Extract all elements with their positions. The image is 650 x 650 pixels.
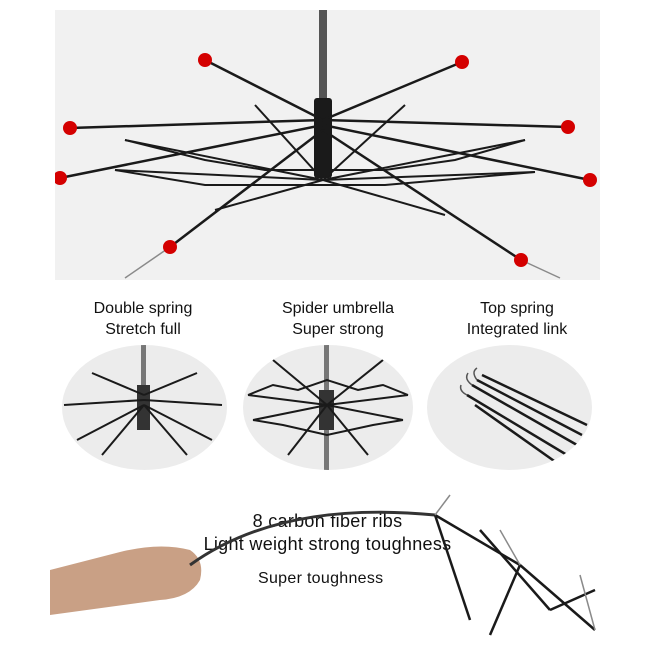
- rib-frame: [433, 513, 596, 636]
- hero-caption-line1: 8 carbon fiber ribs: [252, 511, 403, 531]
- hero-umbrella-frame-photo: 8 carbon fiber ribs Light weight strong …: [55, 10, 600, 554]
- umbrella-ribs: [59, 58, 591, 262]
- hero-caption-line2: Light weight strong toughness: [203, 534, 452, 554]
- flex-test-photo: [50, 490, 605, 640]
- rib-tips: [434, 494, 596, 631]
- flex-test-illustration: [50, 494, 596, 636]
- hand: [50, 546, 202, 615]
- bottom-caption: Super toughness: [258, 570, 384, 587]
- umbrella-frame-illustration: [55, 10, 597, 279]
- umbrella-shaft: [319, 10, 327, 120]
- umbrella-rib-tips: [124, 246, 561, 279]
- feature-label-top-spring: Top spring Integrated link: [466, 300, 568, 338]
- umbrella-stretchers: [114, 104, 536, 216]
- top-spring-link-photo: [427, 345, 592, 470]
- feature-label-double-spring: Double spring Stretch full: [93, 300, 193, 338]
- feature-label-spider-umbrella: Spider umbrella Super strong: [281, 300, 395, 338]
- red-rib-tip-caps: [55, 53, 597, 267]
- double-spring-illustration: [63, 345, 223, 456]
- top-spring-link-illustration: [459, 367, 588, 465]
- umbrella-runner: [314, 98, 332, 178]
- spider-umbrella-illustration: [247, 345, 409, 470]
- spider-umbrella-photo: [243, 345, 413, 470]
- bent-rib: [189, 510, 436, 567]
- double-spring-photo: [62, 345, 227, 470]
